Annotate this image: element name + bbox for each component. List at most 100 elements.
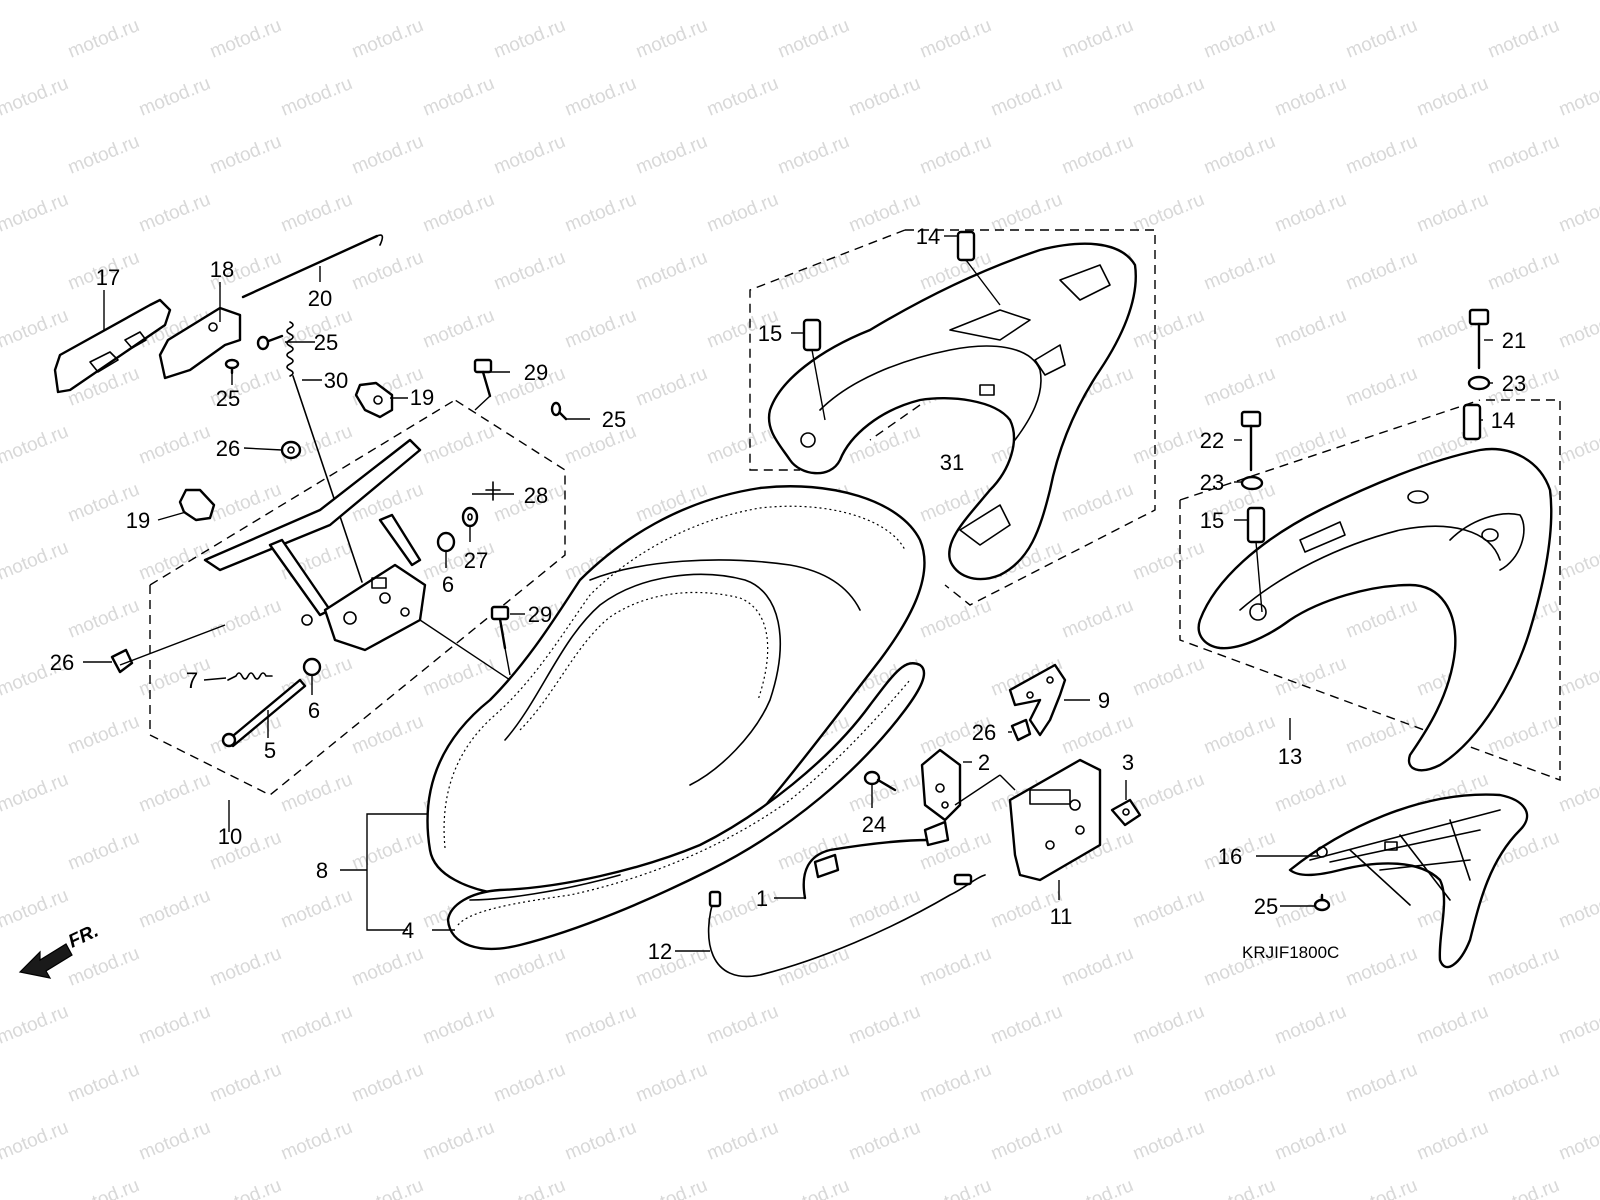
watermark-text: motod.ru: [491, 15, 568, 63]
watermark-text: motod.ru: [207, 1059, 284, 1107]
watermark-text: motod.ru: [1130, 305, 1207, 353]
hinge-frame-10: [203, 438, 422, 572]
callout-25-b: 25: [216, 386, 240, 411]
watermark-text: motod.ru: [846, 73, 923, 121]
watermark-text: motod.ru: [1130, 653, 1207, 701]
watermark-text: motod.ru: [1556, 885, 1600, 933]
watermark-text: motod.ru: [65, 131, 142, 179]
watermark-text: motod.ru: [349, 131, 426, 179]
rear-carrier-assembly-31: [749, 229, 1156, 606]
watermark-text: motod.ru: [420, 73, 497, 121]
watermark-text: motod.ru: [0, 1001, 71, 1049]
watermark-text: motod.ru: [1272, 1001, 1349, 1049]
callout-17: 17: [96, 265, 120, 290]
watermark-text: motod.ru: [988, 1117, 1065, 1165]
watermark-text: motod.ru: [136, 0, 213, 5]
seat-8: [426, 485, 926, 950]
watermark-text: motod.ru: [917, 15, 994, 63]
callout-23-b: 23: [1200, 470, 1224, 495]
watermark-text: motod.ru: [1485, 711, 1562, 759]
watermark-text: motod.ru: [633, 363, 710, 411]
watermark-text: motod.ru: [491, 247, 568, 295]
watermark-text: motod.ru: [278, 189, 355, 237]
watermark-text: motod.ru: [278, 1001, 355, 1049]
watermark-text: motod.ru: [1130, 189, 1207, 237]
watermark-text: motod.ru: [846, 769, 923, 817]
watermark-text: motod.ru: [1201, 15, 1278, 63]
watermark-text: motod.ru: [1414, 1117, 1491, 1165]
watermark-text: motod.ru: [1414, 1001, 1491, 1049]
watermark-text: motod.ru: [1485, 1175, 1562, 1200]
bolt-21: [1468, 308, 1490, 370]
collar-14-a: [956, 230, 976, 262]
watermark-text: motod.ru: [1343, 1059, 1420, 1107]
watermark-text: motod.ru: [136, 189, 213, 237]
collar-6-a: [436, 531, 456, 553]
watermark-text: motod.ru: [1556, 1001, 1600, 1049]
callout-23-a: 23: [1502, 371, 1526, 396]
watermark-text: motod.ru: [1272, 73, 1349, 121]
watermark-text: motod.ru: [1201, 131, 1278, 179]
watermark-text: motod.ru: [1556, 1117, 1600, 1165]
watermark-text: motod.ru: [420, 189, 497, 237]
collar-15-b: [1246, 506, 1266, 544]
callout-5: 5: [264, 738, 276, 763]
callout-25-c: 25: [602, 407, 626, 432]
clip-3: [1110, 798, 1142, 827]
watermark-text: motod.ru: [775, 1059, 852, 1107]
watermark-text: motod.ru: [1485, 943, 1562, 991]
callout-19-b: 19: [126, 508, 150, 533]
watermark-text: motod.ru: [775, 131, 852, 179]
collar-6-b: [302, 657, 322, 677]
watermark-text: motod.ru: [1414, 189, 1491, 237]
rod-20: [241, 234, 379, 299]
watermark-text: motod.ru: [491, 1175, 568, 1200]
watermark-text: motod.ru: [1556, 537, 1600, 585]
watermark-text: motod.ru: [1414, 73, 1491, 121]
watermark-text: motod.ru: [1130, 1117, 1207, 1165]
watermark-text: motod.ru: [1556, 0, 1600, 5]
watermark-text: motod.ru: [0, 305, 71, 353]
group-31-outline: [905, 229, 1156, 606]
callout-29-a: 29: [524, 360, 548, 385]
watermark-text: motod.ru: [1201, 247, 1278, 295]
bracket-18: [158, 306, 242, 380]
watermark-text: motod.ru: [846, 0, 923, 5]
callout-26-b: 26: [50, 650, 74, 675]
callout-9: 9: [1098, 688, 1110, 713]
watermark-text: motod.ru: [207, 943, 284, 991]
watermark-text: motod.ru: [846, 1001, 923, 1049]
watermark-text: motod.ru: [1272, 769, 1349, 817]
front-direction-arrow-icon: [18, 943, 73, 979]
watermark-text: motod.ru: [136, 769, 213, 817]
watermark-text: motod.ru: [1343, 595, 1420, 643]
watermark-text: motod.ru: [1343, 363, 1420, 411]
watermark-text: motod.ru: [562, 305, 639, 353]
watermark-text: motod.ru: [207, 595, 284, 643]
watermark-text: motod.ru: [1201, 1059, 1278, 1107]
callout-19-a: 19: [410, 385, 434, 410]
watermark-text: motod.ru: [1059, 1059, 1136, 1107]
watermark-text: motod.ru: [0, 885, 71, 933]
pin-28: [485, 481, 501, 501]
watermark-text: motod.ru: [633, 247, 710, 295]
watermark-text: motod.ru: [1272, 885, 1349, 933]
callout-22: 22: [1200, 428, 1224, 453]
watermark-text: motod.ru: [704, 189, 781, 237]
watermark-text: motod.ru: [1556, 305, 1600, 353]
watermark-text: motod.ru: [0, 73, 71, 121]
watermark-text: motod.ru: [562, 73, 639, 121]
washer-27: [461, 506, 479, 528]
watermark-text: motod.ru: [207, 15, 284, 63]
watermark-text: motod.ru: [1343, 711, 1420, 759]
watermark-text: motod.ru: [278, 885, 355, 933]
watermark-text: motod.ru: [349, 711, 426, 759]
watermark-text: motod.ru: [0, 769, 71, 817]
watermark-text: motod.ru: [420, 1001, 497, 1049]
watermark-text: motod.ru: [846, 885, 923, 933]
watermark-text: motod.ru: [207, 1175, 284, 1200]
watermark-text: motod.ru: [1201, 363, 1278, 411]
watermark-text: motod.ru: [420, 305, 497, 353]
watermark-text: motod.ru: [1130, 885, 1207, 933]
screw-25-c: [550, 401, 568, 421]
